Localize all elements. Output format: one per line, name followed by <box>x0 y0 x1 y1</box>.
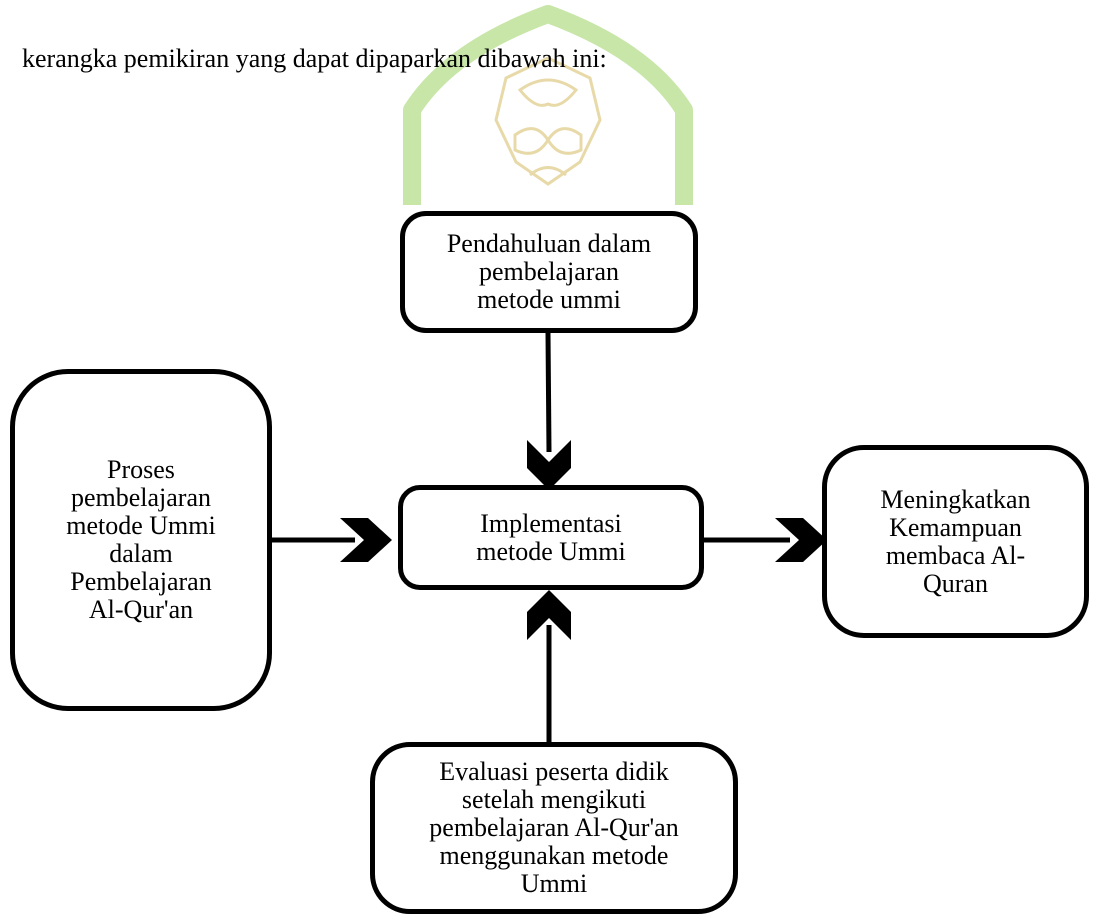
box-meningkatkan-kemampuan: Meningkatkan Kemampuan membaca Al- Quran <box>822 445 1089 638</box>
box-pendahuluan-label: Pendahuluan dalam pembelajaran metode um… <box>446 229 652 314</box>
arrowhead-left-to-center <box>340 518 392 562</box>
box-evaluasi-label: Evaluasi peserta didik setelah mengikuti… <box>429 757 679 898</box>
connector-top-to-center <box>545 332 552 453</box>
box-proses-pembelajaran-label: Proses pembelajaran metode Ummi dalam Pe… <box>66 455 216 624</box>
box-implementasi: Implementasi metode Ummi <box>398 485 704 590</box>
intro-text: kerangka pemikiran yang dapat dipaparkan… <box>22 44 607 73</box>
box-proses-pembelajaran: Proses pembelajaran metode Ummi dalam Pe… <box>10 369 272 711</box>
arrowhead-top-to-center <box>527 440 571 490</box>
box-evaluasi: Evaluasi peserta didik setelah mengikuti… <box>370 742 738 914</box>
box-meningkatkan-kemampuan-label: Meningkatkan Kemampuan membaca Al- Quran <box>880 484 1031 598</box>
box-pendahuluan: Pendahuluan dalam pembelajaran metode um… <box>400 211 698 333</box>
arrowhead-center-to-right <box>775 518 827 562</box>
box-implementasi-label: Implementasi metode Ummi <box>476 508 626 566</box>
arrowhead-bottom-to-center <box>527 590 571 640</box>
